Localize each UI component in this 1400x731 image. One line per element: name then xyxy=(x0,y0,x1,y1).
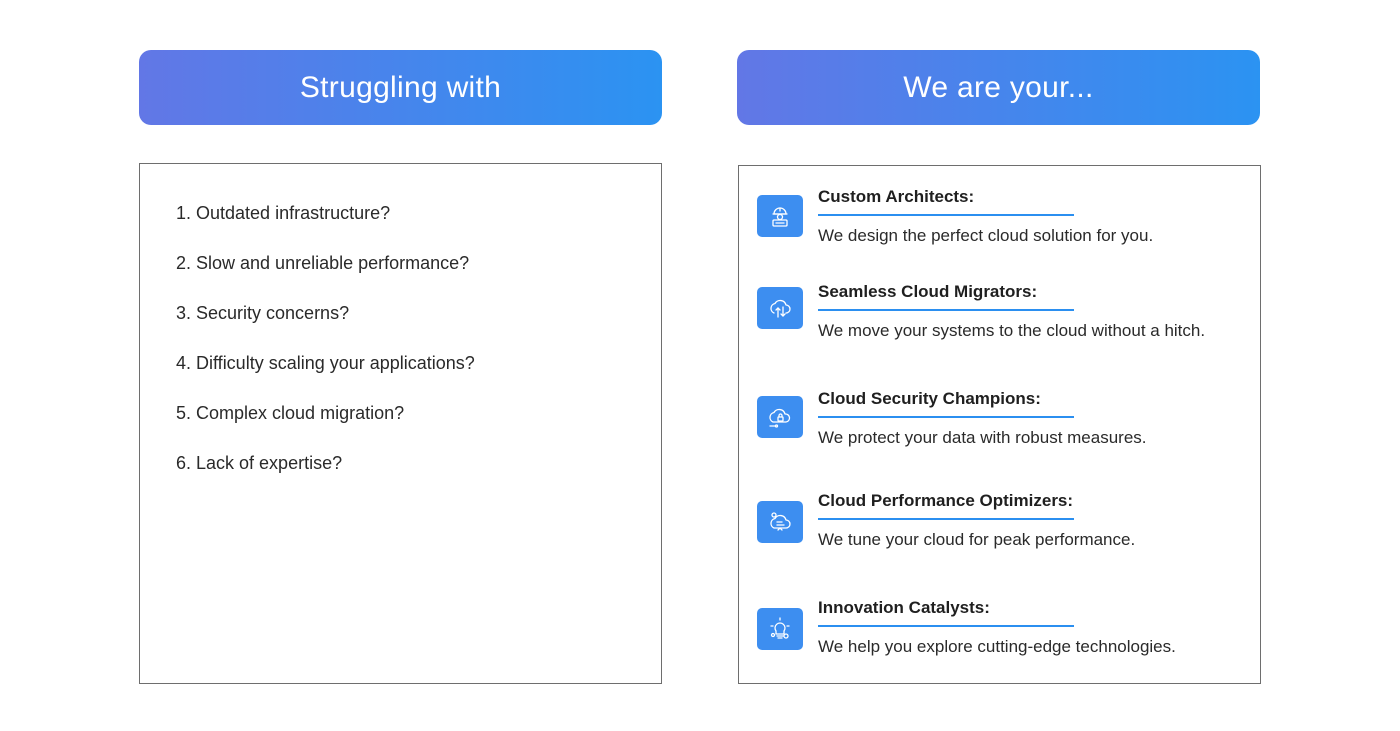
service-item-cloud-security: Cloud Security Champions: We protect you… xyxy=(739,389,1260,469)
service-description: We move your systems to the cloud withou… xyxy=(818,321,1206,340)
service-title: Cloud Performance Optimizers: xyxy=(818,491,1074,510)
struggling-header: Struggling with xyxy=(139,50,662,125)
problems-panel: 1. Outdated infrastructure? 2. Slow and … xyxy=(139,163,662,684)
service-item-custom-architects: Custom Architects: We design the perfect… xyxy=(739,187,1260,267)
cloud-security-icon xyxy=(757,396,803,438)
service-divider xyxy=(818,309,1074,311)
service-divider xyxy=(818,625,1074,627)
service-divider xyxy=(818,416,1074,418)
problem-item: 6. Lack of expertise? xyxy=(176,453,343,473)
service-description: We help you explore cutting-edge technol… xyxy=(818,637,1176,656)
problem-item: 5. Complex cloud migration? xyxy=(176,403,405,423)
service-title: Cloud Security Champions: xyxy=(818,389,1041,408)
we-are-your-header: We are your... xyxy=(737,50,1260,125)
problem-item: 2. Slow and unreliable performance? xyxy=(176,253,470,273)
cloud-performance-icon xyxy=(757,501,803,543)
problem-item: 4. Difficulty scaling your applications? xyxy=(176,353,475,373)
service-description: We tune your cloud for peak performance. xyxy=(818,530,1136,549)
problem-item: 1. Outdated infrastructure? xyxy=(176,203,391,223)
service-description: We protect your data with robust measure… xyxy=(818,428,1147,447)
problem-item: 3. Security concerns? xyxy=(176,303,350,323)
service-title: Custom Architects: xyxy=(818,187,975,206)
services-panel: Custom Architects: We design the perfect… xyxy=(738,165,1261,684)
service-item-cloud-migrators: Seamless Cloud Migrators: We move your s… xyxy=(739,282,1260,362)
cloud-migration-icon xyxy=(757,287,803,329)
architect-icon xyxy=(757,195,803,237)
service-divider xyxy=(818,214,1074,216)
service-description: We design the perfect cloud solution for… xyxy=(818,226,1154,245)
service-item-cloud-performance: Cloud Performance Optimizers: We tune yo… xyxy=(739,491,1260,571)
service-title: Seamless Cloud Migrators: xyxy=(818,282,1038,301)
service-item-innovation-catalysts: Innovation Catalysts: We help you explor… xyxy=(739,598,1260,678)
innovation-icon xyxy=(757,608,803,650)
service-divider xyxy=(818,518,1074,520)
service-title: Innovation Catalysts: xyxy=(818,598,990,617)
